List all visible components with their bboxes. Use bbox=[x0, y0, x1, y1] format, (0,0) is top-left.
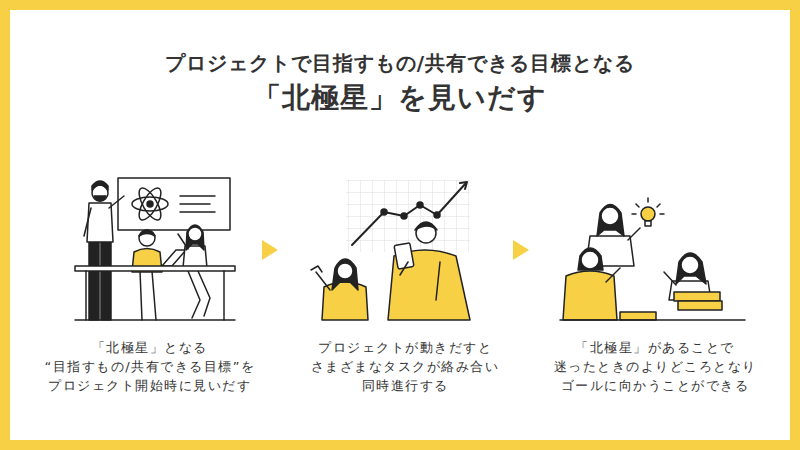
line-art bbox=[139, 230, 155, 236]
line-art bbox=[162, 250, 186, 266]
line-art bbox=[641, 207, 655, 221]
line-art bbox=[678, 301, 722, 310]
title: プロジェクトで目指すもの/共有できる目標となる 「北極星」を見いだす bbox=[165, 48, 635, 118]
line-art bbox=[434, 212, 440, 218]
line-art bbox=[415, 222, 437, 230]
caption-line: さまざまなタスクが絡み合い bbox=[311, 357, 500, 376]
line-art bbox=[135, 185, 165, 223]
line-art bbox=[674, 292, 720, 301]
line-art bbox=[628, 228, 640, 240]
line-art bbox=[311, 266, 322, 272]
line-art bbox=[180, 211, 215, 213]
line-art bbox=[180, 195, 215, 197]
line-art bbox=[186, 225, 204, 250]
line-art bbox=[332, 259, 358, 290]
line-art bbox=[597, 205, 624, 237]
line-art bbox=[223, 271, 225, 320]
frame bbox=[5, 5, 795, 445]
line-art bbox=[132, 185, 215, 223]
line-art bbox=[101, 240, 111, 320]
step-caption: 「北極星」となる “目指すもの/共有できる目標”を プロジェクト開始時に見いだす bbox=[45, 338, 256, 395]
line-art bbox=[645, 221, 651, 226]
line-art bbox=[346, 180, 470, 252]
caption-line: 「北極星」となる bbox=[45, 338, 256, 357]
caption-line: プロジェクト開始時に見いだす bbox=[45, 376, 256, 395]
line-art bbox=[94, 196, 106, 201]
line-art bbox=[416, 223, 436, 243]
line-art bbox=[394, 243, 414, 269]
line-art bbox=[676, 253, 706, 284]
idea-figure bbox=[560, 198, 745, 320]
line-art bbox=[417, 202, 423, 208]
line-art bbox=[657, 204, 660, 207]
line-art bbox=[436, 262, 440, 300]
line-art bbox=[75, 266, 235, 271]
line-art bbox=[581, 251, 599, 269]
line-art bbox=[401, 213, 407, 219]
step-arrow bbox=[262, 240, 278, 260]
line-art bbox=[560, 319, 745, 321]
caption-line: 「北極星」があることで bbox=[554, 338, 757, 357]
line-art bbox=[132, 197, 168, 211]
team-meeting-figure bbox=[75, 178, 235, 320]
line-art bbox=[316, 272, 330, 290]
line-art bbox=[606, 268, 620, 282]
line-art bbox=[647, 198, 649, 202]
caption-line: “目指すもの/共有できる目標”を bbox=[45, 357, 256, 376]
line-art bbox=[188, 227, 202, 241]
line-art bbox=[601, 207, 619, 225]
line-art bbox=[400, 262, 408, 275]
line-art bbox=[84, 208, 91, 236]
step-caption: プロジェクトが動きだすと さまざまなタスクが絡み合い 同時進行する bbox=[311, 338, 500, 395]
line-art bbox=[660, 213, 664, 215]
line-art bbox=[620, 312, 656, 320]
line-art bbox=[180, 203, 210, 205]
line-art bbox=[578, 248, 603, 270]
line-art bbox=[85, 271, 87, 320]
line-art bbox=[460, 182, 467, 189]
line-art bbox=[352, 183, 466, 245]
step-caption: 「北極星」があることで 迷ったときのよりどころとなり ゴールに向かうことができる bbox=[554, 338, 757, 395]
title-line: 「北極星」を見いだす bbox=[165, 78, 635, 118]
line-art bbox=[681, 256, 699, 274]
line-art bbox=[92, 181, 108, 190]
line-art bbox=[337, 263, 353, 279]
line-art bbox=[139, 230, 155, 246]
caption-line: ゴールに向かうことができる bbox=[554, 376, 757, 395]
line-art bbox=[75, 319, 235, 321]
progress-figure bbox=[311, 180, 470, 320]
line-art bbox=[147, 201, 153, 207]
title-line: プロジェクトで目指すもの/共有できる目標となる bbox=[165, 48, 635, 78]
line-art bbox=[632, 213, 636, 215]
line-art bbox=[636, 204, 639, 207]
line-art bbox=[109, 196, 124, 208]
line-art bbox=[664, 272, 676, 285]
caption-line: 迷ったときのよりどころとなり bbox=[554, 357, 757, 376]
line-art bbox=[381, 209, 387, 215]
caption-line: 同時進行する bbox=[311, 376, 500, 395]
line-art bbox=[89, 240, 99, 320]
line-art bbox=[118, 178, 230, 230]
line-art bbox=[140, 271, 156, 320]
caption-line: プロジェクトが動きだすと bbox=[311, 338, 500, 357]
line-art bbox=[188, 271, 210, 318]
step-arrow bbox=[513, 240, 529, 260]
line-art bbox=[135, 185, 165, 223]
